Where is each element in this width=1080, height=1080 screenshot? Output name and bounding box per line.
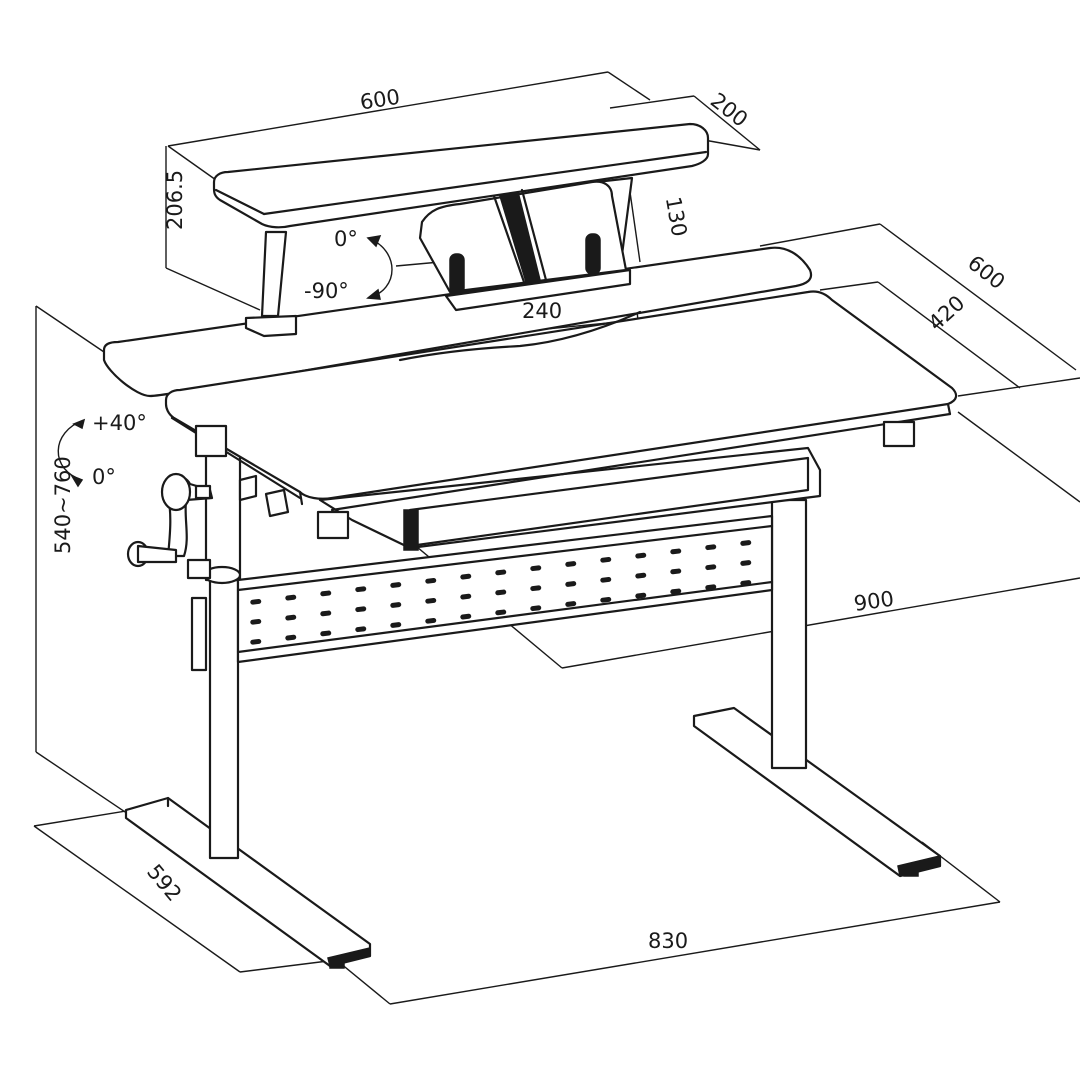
modesty-panel bbox=[236, 514, 774, 664]
vent-slot bbox=[320, 590, 332, 597]
vent-slot bbox=[390, 582, 402, 588]
vent-slot bbox=[565, 561, 577, 567]
vent-slot bbox=[355, 626, 367, 633]
vent-slot bbox=[565, 601, 577, 607]
vent-slot bbox=[740, 560, 752, 566]
vent-slot bbox=[600, 576, 612, 583]
vent-slot bbox=[705, 564, 717, 571]
vent-slot bbox=[250, 638, 262, 645]
vent-slot bbox=[390, 622, 402, 628]
vent-slot bbox=[320, 630, 332, 637]
desk-width-label: 900 bbox=[852, 587, 895, 616]
vent-slot bbox=[285, 634, 297, 641]
desk-depth-total-label: 600 bbox=[963, 251, 1009, 295]
vent-slot bbox=[565, 581, 577, 587]
vent-slot bbox=[740, 580, 752, 586]
desktop bbox=[102, 246, 958, 518]
vent-slot bbox=[530, 605, 542, 612]
vent-slot bbox=[390, 602, 402, 608]
vent-slot bbox=[740, 540, 752, 546]
vent-slot bbox=[635, 572, 647, 579]
vent-slot bbox=[320, 610, 332, 617]
desk-height-label: 540~760 bbox=[51, 456, 75, 554]
ventilation-slots bbox=[250, 540, 752, 645]
vent-slot bbox=[530, 585, 542, 592]
book-stand-height-label: 130 bbox=[661, 195, 692, 239]
base-depth-label: 592 bbox=[142, 860, 186, 906]
book-stand-width-label: 240 bbox=[522, 299, 562, 323]
vent-slot bbox=[250, 618, 262, 625]
vent-slot bbox=[355, 586, 367, 593]
vent-slot bbox=[600, 556, 612, 563]
vent-slot bbox=[670, 548, 682, 555]
vent-slot bbox=[460, 593, 472, 600]
tilt-angle-upper: +40° bbox=[92, 411, 147, 435]
vent-slot bbox=[460, 573, 472, 580]
base-feet bbox=[124, 706, 942, 969]
vent-slot bbox=[635, 552, 647, 559]
vent-slot bbox=[705, 544, 717, 551]
vent-slot bbox=[635, 592, 647, 599]
book-stand-angle-lower: -90° bbox=[304, 279, 349, 303]
vent-slot bbox=[495, 589, 507, 596]
vent-slot bbox=[355, 606, 367, 613]
vent-slot bbox=[285, 594, 297, 601]
vent-slot bbox=[250, 598, 262, 605]
vent-slot bbox=[600, 596, 612, 603]
book-stand-angle-upper: 0° bbox=[334, 227, 358, 251]
vent-slot bbox=[670, 568, 682, 575]
vent-slot bbox=[425, 617, 437, 624]
crank-handle bbox=[126, 472, 214, 580]
vent-slot bbox=[705, 584, 717, 591]
vent-slot bbox=[670, 588, 682, 595]
book-stand bbox=[418, 180, 632, 312]
desk-legs bbox=[190, 438, 808, 860]
vent-slot bbox=[285, 614, 297, 621]
shelf-width-label: 600 bbox=[358, 85, 401, 115]
frame-width-label: 830 bbox=[648, 929, 688, 953]
shelf-height-label: 206.5 bbox=[163, 170, 187, 230]
vent-slot bbox=[530, 565, 542, 572]
vent-slot bbox=[425, 597, 437, 604]
vent-slot bbox=[495, 609, 507, 616]
drawer bbox=[316, 446, 822, 551]
vent-slot bbox=[425, 577, 437, 584]
vent-slot bbox=[495, 569, 507, 576]
desk-depth-top-label: 420 bbox=[924, 291, 970, 336]
tilt-angle-lower: 0° bbox=[92, 465, 116, 489]
vent-slot bbox=[460, 613, 472, 620]
